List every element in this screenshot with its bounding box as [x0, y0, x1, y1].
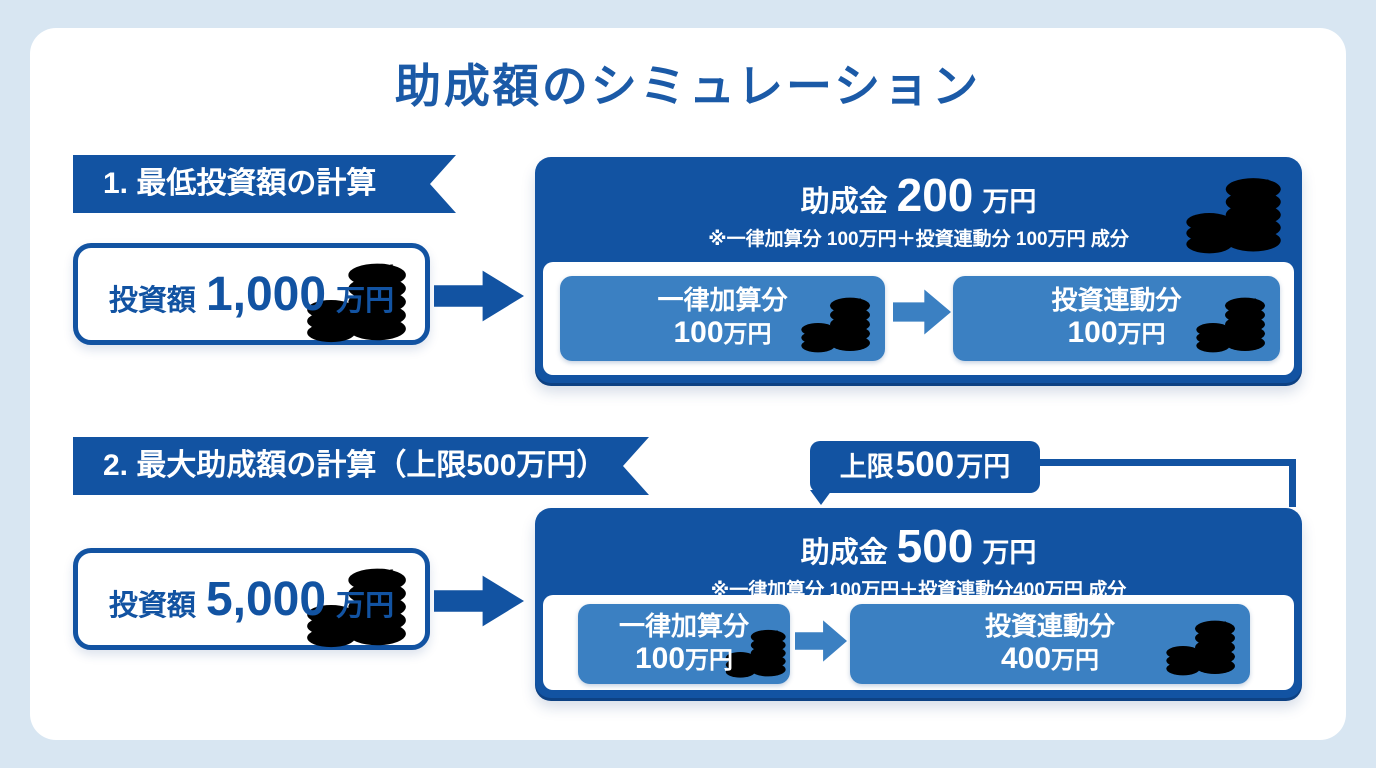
subsidy-box-1: 助成金 200 万円 ※一律加算分 100万円＋投資連動分 100万円 成分 一… — [535, 157, 1302, 383]
subsidy-unit: 万円 — [982, 538, 1037, 568]
subsidy-header-2: 助成金 500 万円 ※一律加算分 100万円＋投資連動分400万円 成分 — [535, 508, 1302, 602]
component-amount: 100万円 — [634, 641, 734, 675]
flow-arrow-icon — [795, 620, 847, 662]
component-name: 一律加算分 — [657, 285, 788, 316]
subsidy-breakdown-panel-2: 一律加算分 100万円 投資連動分 400万円 — [543, 595, 1294, 690]
cap-bubble: 上限 500 万円 — [810, 441, 1040, 493]
yen-coins-icon — [1162, 614, 1240, 678]
subsidy-box-2: 助成金 500 万円 ※一律加算分 100万円＋投資連動分400万円 成分 一律… — [535, 508, 1302, 698]
cap-connector-line — [1038, 459, 1296, 507]
subsidy-title-2: 助成金 500 万円 — [535, 519, 1302, 573]
component-name: 一律加算分 — [618, 610, 749, 641]
investment-amount-1: 投資額 1,000 万円 — [109, 267, 394, 322]
subsidy-breakdown-panel-1: 一律加算分 100万円 投資連動分 100万円 — [543, 262, 1294, 375]
page-title: 助成額のシミュレーション — [394, 60, 982, 112]
investment-box-1: 投資額 1,000 万円 — [73, 243, 430, 345]
subsidy-header-1: 助成金 200 万円 ※一律加算分 100万円＋投資連動分 100万円 成分 — [535, 157, 1302, 251]
cap-unit: 万円 — [956, 452, 1011, 482]
component-box-linked-1: 投資連動分 100万円 — [953, 276, 1280, 361]
investment-unit: 万円 — [336, 589, 395, 622]
investment-unit: 万円 — [336, 284, 395, 317]
subsidy-prefix: 助成金 — [800, 186, 888, 218]
subsidy-title-1: 助成金 200 万円 — [535, 168, 1302, 222]
component-amount: 100万円 — [1067, 316, 1166, 350]
subsidy-unit: 万円 — [982, 187, 1037, 217]
investment-amount-2: 投資額 5,000 万円 — [109, 572, 394, 627]
subsidy-prefix: 助成金 — [800, 537, 888, 569]
component-box-uniform-1: 一律加算分 100万円 — [560, 276, 885, 361]
component-name: 投資連動分 — [1051, 285, 1182, 316]
investment-box-2: 投資額 5,000 万円 — [73, 548, 430, 650]
yen-coins-icon — [1192, 291, 1270, 355]
cap-prefix: 上限 — [839, 452, 894, 482]
component-box-linked-2: 投資連動分 400万円 — [850, 604, 1250, 684]
section-1-ribbon: 1. 最低投資額の計算 — [73, 155, 456, 213]
section-1-label: 1. 最低投資額の計算 — [103, 167, 377, 200]
component-box-uniform-2: 一律加算分 100万円 — [578, 604, 790, 684]
investment-prefix: 投資額 — [108, 589, 196, 622]
component-amount: 100万円 — [673, 316, 772, 350]
subsidy-number: 200 — [896, 169, 974, 221]
yen-coins-icon — [797, 291, 875, 355]
investment-number: 1,000 — [205, 267, 327, 321]
investment-prefix: 投資額 — [108, 284, 196, 317]
flow-arrow-icon — [893, 289, 951, 335]
investment-number: 5,000 — [205, 572, 327, 626]
subsidy-note-1: ※一律加算分 100万円＋投資連動分 100万円 成分 — [708, 229, 1129, 250]
cap-bubble-pointer — [810, 490, 832, 505]
component-amount: 400万円 — [1000, 641, 1100, 675]
subsidy-number: 500 — [896, 520, 974, 572]
section-2-label: 2. 最大助成額の計算（上限500万円） — [103, 449, 607, 482]
component-name: 投資連動分 — [984, 610, 1115, 641]
cap-number: 500 — [895, 445, 955, 484]
section-2-ribbon: 2. 最大助成額の計算（上限500万円） — [73, 437, 649, 495]
